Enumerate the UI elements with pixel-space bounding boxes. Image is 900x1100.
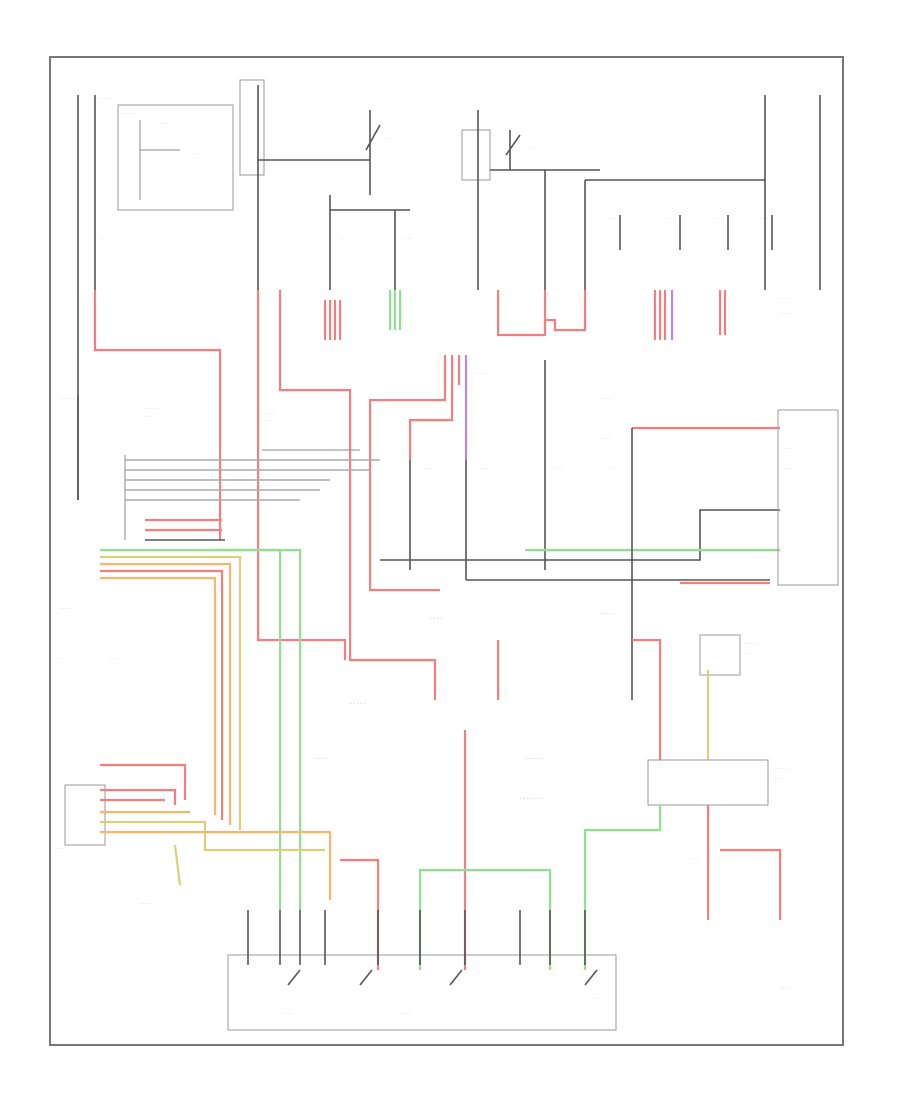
connector-lower-left: - - - - - - - - - - - - - - -	[55, 656, 332, 906]
relay-right-center: - - - - - - - - -	[632, 634, 758, 760]
svg-text:- - -: - - -	[480, 466, 487, 471]
svg-text:- - -: - - -	[110, 656, 117, 661]
svg-text:- - -: - - -	[425, 466, 432, 471]
connector-pins-top: - - - - - - - - -	[93, 290, 793, 340]
svg-text:- - -: - - -	[785, 466, 792, 471]
svg-text:- - - - -: - - - - -	[600, 396, 613, 401]
wire-red-258-down	[256, 325, 347, 660]
svg-text:- - -: - - -	[608, 216, 615, 221]
svg-text:- - - -: - - - -	[240, 956, 250, 961]
svg-text:- - -: - - -	[190, 151, 197, 156]
svg-text:- - -: - - -	[690, 856, 697, 861]
switch-module-left: - - - - - - - - - - - - - - - - - - - -	[60, 395, 380, 611]
svg-text:- - -: - - -	[285, 1011, 292, 1016]
svg-text:- - - -: - - - -	[55, 846, 65, 851]
svg-text:- - - -: - - - -	[430, 616, 442, 622]
svg-text:- - -: - - -	[668, 216, 675, 221]
svg-text:- - - -: - - - -	[400, 1011, 410, 1016]
svg-text:- - -: - - -	[160, 121, 167, 126]
wire-red-center-left	[368, 385, 447, 592]
svg-text:- - - -: - - - -	[600, 436, 610, 441]
relay-top-center: - - -	[461, 110, 765, 290]
svg-text:- - -: - - -	[760, 216, 767, 221]
svg-text:- - - -: - - - -	[145, 414, 155, 419]
svg-text:- - - - - -: - - - - - -	[60, 396, 76, 401]
svg-text:- - -: - - -	[530, 146, 537, 151]
svg-text:- - -: - - -	[100, 236, 107, 241]
svg-text:- - - - - -: - - - - - -	[120, 111, 136, 116]
svg-text:- - - - - -: - - - - - -	[525, 756, 544, 762]
svg-text:- - - -: - - - -	[262, 418, 272, 423]
svg-text:- - -: - - -	[785, 446, 792, 451]
svg-text:- - -: - - -	[405, 236, 412, 241]
wire-black-horizontal-2	[380, 509, 780, 561]
svg-text:- - - - -: - - - - -	[475, 371, 488, 376]
switch-box-bottom: - - - - - - - - - - - - - -	[227, 910, 617, 1031]
wire-red-loop-top	[496, 318, 587, 337]
svg-text:- - - -: - - - -	[780, 296, 790, 301]
svg-text:- - - - -: - - - - -	[145, 406, 158, 411]
svg-text:- - - - -: - - - - -	[745, 641, 758, 646]
diagram-frame	[49, 56, 844, 1046]
wire-red-lower-right-2	[720, 848, 782, 920]
svg-text:- - - - - - -: - - - - - - -	[520, 796, 542, 802]
svg-text:- - -: - - -	[716, 216, 723, 221]
svg-text:- - - -: - - - -	[385, 136, 395, 141]
connector-center: - - - - -	[443, 355, 488, 460]
wire-red-center-2	[408, 385, 454, 460]
svg-text:- - - -: - - - -	[600, 611, 612, 617]
svg-text:- - - -: - - - -	[315, 756, 327, 762]
relay-box-lower-right	[647, 759, 769, 806]
fuse-panel-top-left: - - - - - - - - - - - - - - - - - - - -	[77, 95, 234, 500]
svg-text:- - - - -: - - - - -	[775, 766, 788, 771]
svg-text:- - -: - - -	[60, 656, 67, 661]
svg-text:- - - -: - - - -	[745, 651, 755, 656]
svg-text:- - -: - - -	[340, 236, 347, 241]
svg-text:- - - - -: - - - - -	[60, 606, 73, 611]
svg-text:- - - - -: - - - - -	[140, 901, 153, 906]
wire-red-lower-center	[340, 858, 380, 970]
ignition-switch-area: - - - - - - - - - -	[239, 79, 412, 290]
svg-text:- - -: - - -	[590, 996, 597, 1001]
wire-green-lower-right	[583, 805, 662, 970]
svg-text:- - - - -: - - - - -	[100, 96, 113, 101]
svg-text:- - - - -: - - - - -	[262, 411, 275, 416]
svg-text:- - - - -: - - - - -	[350, 701, 366, 707]
svg-text:- - -: - - -	[610, 466, 617, 471]
svg-text:- - - -: - - - -	[780, 986, 790, 991]
wire-red-left-trunk	[93, 325, 222, 540]
svg-text:- - - - -: - - - - -	[780, 311, 793, 316]
harness-colored-left	[100, 548, 302, 910]
svg-text:- - -: - - -	[555, 466, 562, 471]
wire-red-280-down	[278, 325, 437, 700]
fuse-row-right: - - - - - - - - - - - -	[608, 215, 773, 250]
svg-text:- - - -: - - - -	[775, 776, 785, 781]
connector-right	[777, 409, 839, 586]
